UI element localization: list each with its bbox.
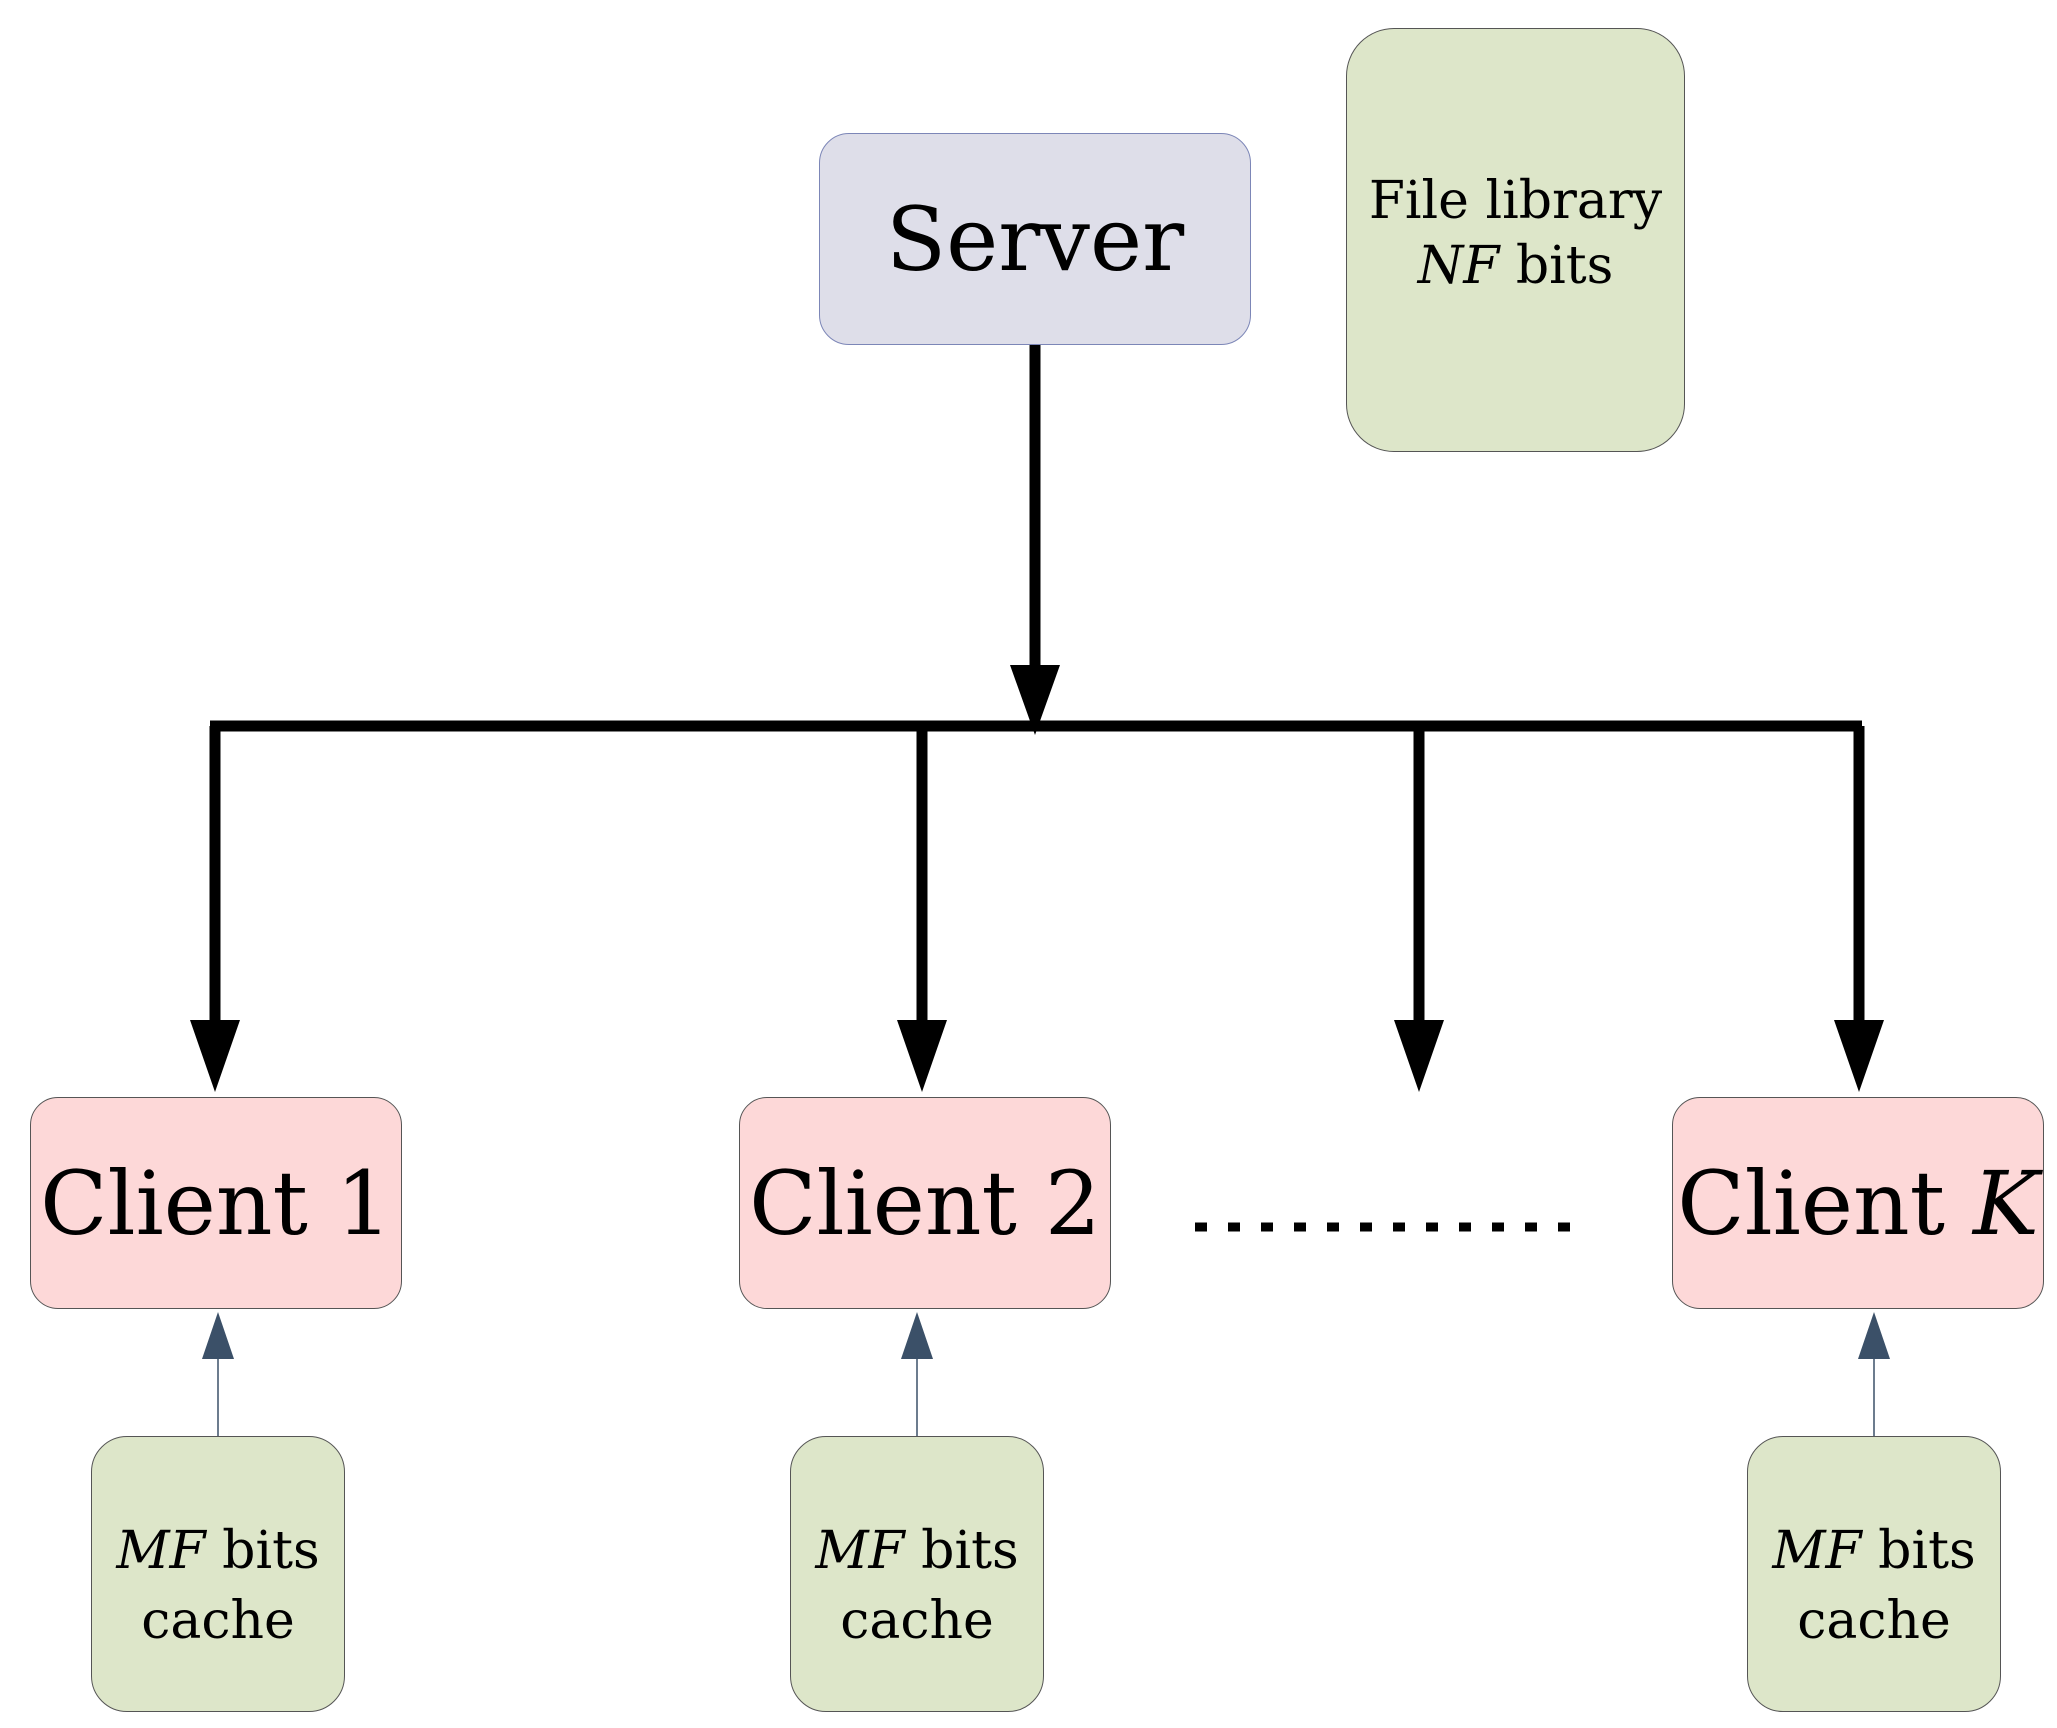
cache-label-2: cache xyxy=(840,1591,994,1651)
cache-label-k: cache xyxy=(1797,1591,1951,1651)
cache-size-unit-2: bits xyxy=(921,1520,1019,1581)
drop-arrowhead-unnamed xyxy=(1394,1020,1444,1092)
trunk-arrowhead xyxy=(1010,665,1060,735)
cache-node-2: MF bits cache xyxy=(790,1436,1044,1712)
cache-size-variable-1: MF xyxy=(116,1520,206,1581)
file-library-title: File library xyxy=(1368,171,1663,231)
client-label-1: Client 1 xyxy=(40,1152,392,1255)
cache-arrowhead-2 xyxy=(901,1312,933,1359)
file-library-node: File library NF bits xyxy=(1346,28,1685,452)
cache-arrowhead-1 xyxy=(202,1312,234,1359)
client-prefix-2: Client xyxy=(749,1151,1017,1255)
client-prefix-1: Client xyxy=(40,1151,308,1255)
cache-node-k: MF bits cache xyxy=(1747,1436,2001,1712)
cache-size-2: MF bits xyxy=(815,1516,1018,1586)
client-node-1: Client 1 xyxy=(30,1097,402,1309)
client-label-k: Client K xyxy=(1677,1152,2038,1255)
server-label: Server xyxy=(885,187,1185,291)
cache-node-1: MF bits cache xyxy=(91,1436,345,1712)
cache-label-1: cache xyxy=(141,1591,295,1651)
file-library-size-variable: NF xyxy=(1417,236,1500,296)
client-node-k: Client K xyxy=(1672,1097,2044,1309)
server-node: Server xyxy=(819,133,1251,345)
cache-size-variable-k: MF xyxy=(1772,1520,1862,1581)
client-index-2: 2 xyxy=(1044,1151,1101,1255)
client-index-k: K xyxy=(1972,1151,2039,1255)
drop-arrowhead-client-1 xyxy=(190,1020,240,1092)
client-prefix-k: Client xyxy=(1677,1151,1945,1255)
client-index-1: 1 xyxy=(335,1151,392,1255)
cache-size-variable-2: MF xyxy=(815,1520,905,1581)
file-library-size: NF bits xyxy=(1418,234,1614,299)
client-node-2: Client 2 xyxy=(739,1097,1111,1309)
cache-size-1: MF bits xyxy=(116,1516,319,1586)
cache-arrowhead-k xyxy=(1858,1312,1890,1359)
client-label-2: Client 2 xyxy=(749,1152,1101,1255)
drop-arrowhead-client-k xyxy=(1834,1020,1884,1092)
file-library-size-unit: bits xyxy=(1515,236,1614,296)
cache-size-unit-k: bits xyxy=(1878,1520,1976,1581)
cache-size-unit-1: bits xyxy=(222,1520,320,1581)
cache-size-k: MF bits xyxy=(1772,1516,1975,1586)
drop-arrowhead-client-2 xyxy=(897,1020,947,1092)
